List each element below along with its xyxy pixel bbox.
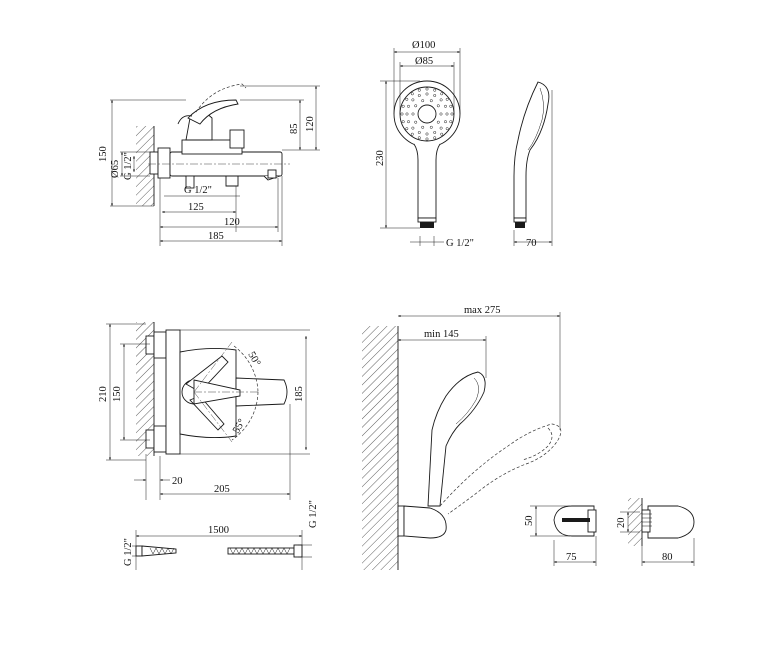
dim-width-125: 125: [188, 202, 204, 213]
dim-shower-outlet-thread: G 1/2": [184, 185, 212, 196]
nozzle-dot: [417, 136, 421, 140]
nozzle-dot: [433, 131, 437, 134]
nozzle-dot: [421, 99, 425, 103]
nozzle-dot: [440, 92, 444, 96]
dim-holder-width: 75: [566, 552, 577, 563]
nozzle-dot: [411, 126, 415, 130]
nozzle-dot: [401, 104, 405, 108]
dim-top-reach: 205: [214, 484, 230, 495]
dim-face-diameter: Ø85: [415, 56, 433, 67]
nozzle-dot: [407, 104, 410, 108]
dim-total-height: 120: [305, 116, 316, 132]
view-holder-front: 50 75: [524, 505, 597, 566]
nozzle-dot: [405, 97, 409, 101]
nozzle-dot: [414, 104, 418, 108]
nozzle-dot: [436, 120, 440, 124]
dim-escutcheon-diameter: Ø65: [110, 160, 121, 178]
nozzle-dot: [445, 112, 449, 116]
nozzle-dot: [421, 125, 425, 129]
nozzle-dot: [429, 99, 433, 103]
nozzle-dot: [429, 125, 433, 129]
hose-spiral: [149, 547, 175, 555]
nozzle-dot: [411, 98, 415, 102]
view-mixer-front: 150 Ø65 G 1/2" 85 120 G 1/2" 125 120 185: [98, 83, 320, 246]
view-hand-shower-side: 70: [513, 81, 553, 249]
nozzle-dot: [433, 136, 437, 140]
dim-hose-thread-right: G 1/2": [308, 500, 319, 528]
nozzle-dot: [425, 87, 429, 91]
nozzle-dot: [439, 98, 443, 102]
dim-width-120: 120: [224, 217, 240, 228]
dim-holder-depth: 80: [662, 552, 673, 563]
nozzle-dot: [439, 126, 443, 130]
nozzle-dot: [425, 92, 429, 96]
nozzle-dot: [405, 112, 409, 116]
nozzle-dot: [444, 104, 447, 108]
nozzle-dot: [407, 120, 410, 124]
hose-spiral: [229, 547, 291, 555]
nozzle-dot: [445, 97, 449, 101]
nozzle-dot: [449, 104, 453, 108]
nozzle-dot: [440, 132, 444, 136]
dim-top-depth: 210: [98, 386, 109, 402]
dim-hose-length: 1500: [208, 525, 229, 536]
nozzle-dot: [405, 127, 409, 131]
view-mixer-top: 210 150 185 50° 55° 20 205: [98, 322, 310, 500]
dim-angle-up: 50°: [245, 350, 262, 368]
dim-head-diameter: Ø100: [412, 40, 435, 51]
nozzle-dot: [436, 104, 440, 108]
dim-shower-thread: G 1/2": [446, 238, 474, 249]
dim-shower-length: 230: [375, 150, 386, 166]
dim-top-body-length: 185: [294, 386, 305, 402]
dim-handle-height: 85: [289, 124, 300, 135]
dim-shower-depth: 70: [526, 238, 537, 249]
nozzle-dot: [417, 88, 421, 92]
dim-mixer-height: 150: [98, 146, 109, 162]
dim-inlet-thread: G 1/2": [123, 152, 134, 180]
dim-min-reach: min 145: [424, 329, 459, 340]
view-holder-side: 20 80: [616, 498, 695, 566]
view-shower-reach: max 275 min 145: [362, 305, 562, 570]
dim-width-185: 185: [208, 231, 224, 242]
dim-wall-offset: 20: [172, 476, 183, 487]
nozzle-dot: [410, 92, 414, 96]
dim-top-center-distance: 150: [112, 386, 123, 402]
dim-holder-projection: 20: [616, 518, 627, 529]
nozzle-dot: [417, 131, 421, 134]
dim-hose-thread-left: G 1/2": [123, 538, 134, 566]
nozzle-dot: [411, 112, 415, 116]
nozzle-dot: [401, 120, 405, 124]
nozzle-dot: [439, 112, 443, 116]
nozzle-dot: [400, 112, 404, 116]
nozzle-dot: [450, 112, 454, 116]
view-hose: 1500 G 1/2" G 1/2": [123, 500, 319, 570]
nozzle-dot: [433, 88, 437, 92]
nozzle-dot: [433, 94, 437, 97]
nozzle-dot: [410, 132, 414, 136]
nozzle-dot: [444, 120, 447, 124]
dim-holder-height: 50: [524, 516, 535, 527]
nozzle-dot: [449, 120, 453, 124]
dim-max-reach: max 275: [464, 305, 500, 316]
nozzle-dot: [425, 137, 429, 141]
nozzle-dot: [425, 132, 429, 136]
view-hand-shower-front: Ø100 Ø85 230 G 1/2": [375, 40, 474, 249]
nozzle-dot: [417, 94, 421, 97]
nozzle-dot: [414, 120, 418, 124]
nozzle-dot: [445, 127, 449, 131]
